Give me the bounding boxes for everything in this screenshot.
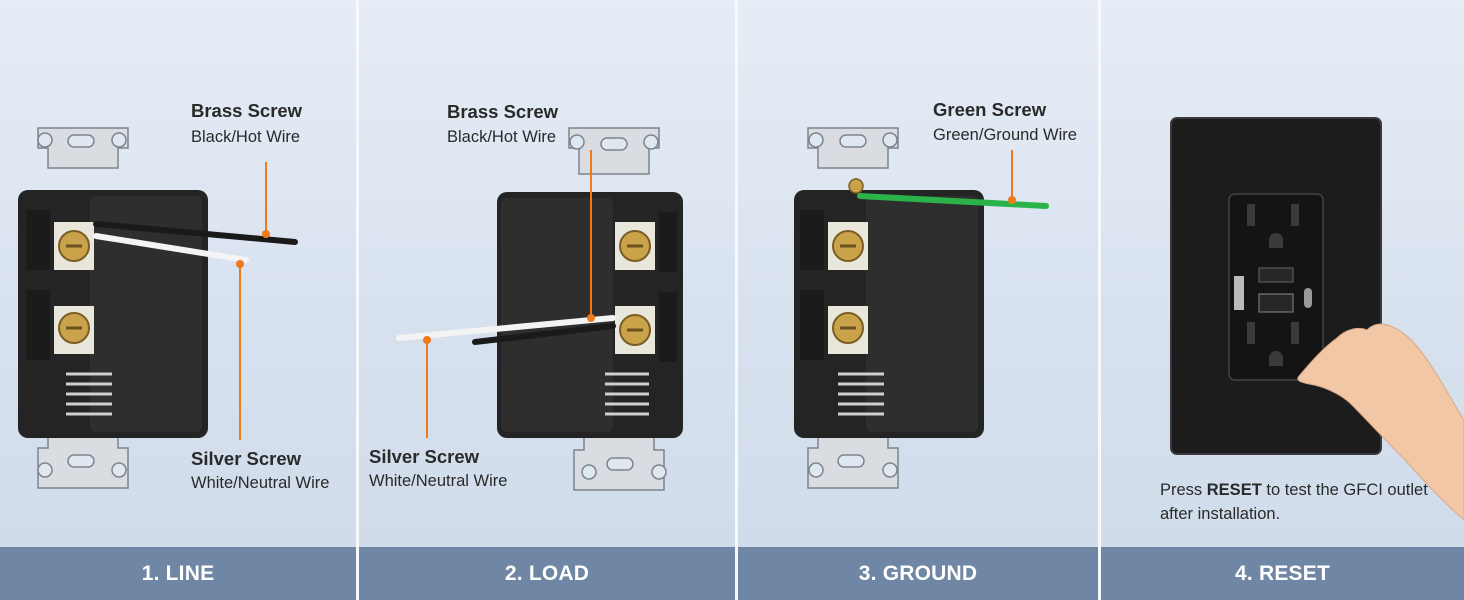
neutral-wire-label: White/Neutral Wire <box>191 474 330 492</box>
hot-wire <box>472 323 616 345</box>
step-label: 4. RESET <box>1235 561 1330 585</box>
brass-screw-title: Brass Screw <box>447 101 559 122</box>
caption-suffix: to test the GFCI outlet after installati… <box>1160 481 1428 523</box>
outlet-slots-bottom <box>1247 322 1299 366</box>
neutral-wire <box>93 233 249 263</box>
ground-wire-label: Green/Ground Wire <box>933 126 1077 144</box>
step-label: 1. LINE <box>141 561 215 585</box>
silver-screw-title: Silver Screw <box>191 448 302 469</box>
step-bar-reset: 4. RESET <box>1101 547 1464 600</box>
neutral-wire <box>396 315 616 341</box>
mounting-strap-top <box>568 127 660 175</box>
outlet-back-illustration-load <box>396 127 683 491</box>
panel-divider <box>356 0 359 600</box>
silver-screw-title: Silver Screw <box>369 446 480 467</box>
usb-c-port <box>1304 288 1312 308</box>
green-screw-title: Green Screw <box>933 99 1047 120</box>
outlet-back-illustration-ground <box>794 127 1049 489</box>
mounting-strap-top <box>37 127 129 169</box>
gfci-front-illustration <box>1170 117 1464 521</box>
brass-screw-title: Brass Screw <box>191 100 303 121</box>
pointing-hand <box>1297 323 1464 521</box>
mounting-strap-bottom <box>807 429 899 489</box>
mounting-strap-top <box>807 127 899 169</box>
reset-button <box>1258 293 1294 313</box>
step-bar-line: 1. LINE <box>0 547 356 600</box>
panel-load: Brass Screw Black/Hot Wire Silver Screw … <box>359 0 735 600</box>
mounting-strap-bottom <box>573 431 667 491</box>
mounting-strap-bottom <box>37 429 129 489</box>
neutral-wire-label: White/Neutral Wire <box>369 472 508 490</box>
step-label: 2. LOAD <box>504 561 590 585</box>
outlet-back-illustration-line <box>18 127 298 489</box>
step-label: 3. GROUND <box>858 561 978 585</box>
green-screw <box>848 178 864 194</box>
ground-wire <box>857 193 1049 209</box>
outlet-slots-top <box>1247 204 1299 248</box>
panel-line: Brass Screw Black/Hot Wire Silver Screw … <box>0 0 356 600</box>
panel-reset: Press RESET to test the GFCI outlet afte… <box>1101 0 1464 600</box>
panel-divider <box>1098 0 1101 600</box>
step-bar-ground: 3. GROUND <box>738 547 1098 600</box>
step-bar-load: 2. LOAD <box>359 547 735 600</box>
caption-prefix: Press <box>1160 481 1207 499</box>
panel-divider <box>735 0 738 600</box>
panel-ground: Green Screw Green/Ground Wire 3. GROUND <box>738 0 1098 600</box>
hot-wire <box>93 221 298 245</box>
hot-wire-label: Black/Hot Wire <box>191 128 301 146</box>
usb-a-port <box>1234 276 1244 310</box>
caption-reset: RESET <box>1206 481 1262 499</box>
reset-caption: Press RESET to test the GFCI outlet afte… <box>1160 478 1460 526</box>
test-button <box>1258 267 1294 283</box>
hot-wire-label: Black/Hot Wire <box>447 128 557 146</box>
